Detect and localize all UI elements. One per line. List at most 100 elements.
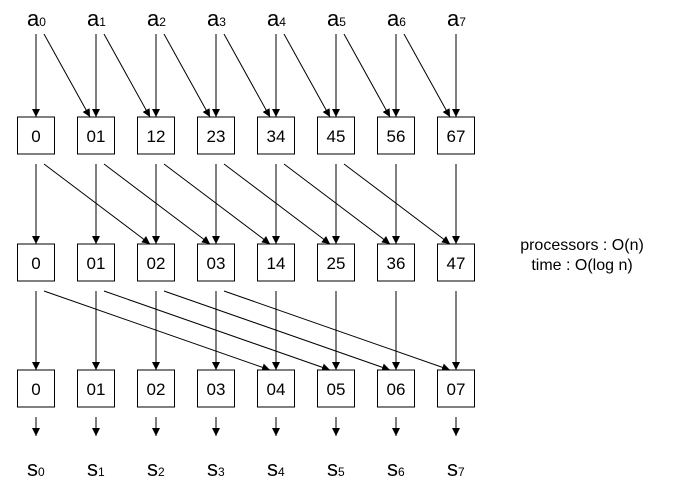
node-stage3-01: 01: [77, 369, 115, 408]
input-label-a3: a3: [207, 6, 226, 31]
node-box: [437, 116, 475, 155]
node-label: 67: [447, 127, 466, 146]
node-box: [197, 243, 235, 282]
node-stage1-56: 56: [377, 116, 415, 155]
node-stage2-47: 47: [437, 243, 475, 282]
node-box: [377, 116, 415, 155]
node-box: [317, 369, 355, 408]
output-label-s1: s1: [87, 456, 105, 481]
edge-input-0-diagonal: [43, 33, 91, 118]
node-box: [257, 243, 295, 282]
node-stage3-02: 02: [137, 369, 175, 408]
node-box: [137, 243, 175, 282]
node-box: [77, 243, 115, 282]
node-label: 07: [447, 380, 466, 399]
node-stage2-01: 01: [77, 243, 115, 282]
node-stage1-34: 34: [257, 116, 295, 155]
edge-stage2-1-diagonal: [103, 290, 331, 372]
output-label-s4: s4: [267, 456, 285, 481]
edge-stage2-0-diagonal: [43, 290, 271, 372]
output-label-s2: s2: [147, 456, 165, 481]
node-box: [77, 369, 115, 408]
node-stage1-45: 45: [317, 116, 355, 155]
node-stage2-02: 02: [137, 243, 175, 282]
node-label: 05: [327, 380, 346, 399]
node-label: 04: [267, 380, 286, 399]
node-stage2-36: 36: [377, 243, 415, 282]
node-box: [137, 369, 175, 408]
node-label: 36: [387, 254, 406, 273]
edge-stage1-3-diagonal: [223, 163, 331, 245]
node-box: [437, 243, 475, 282]
output-label-s5: s5: [327, 456, 345, 481]
node-stage3-06: 06: [377, 369, 415, 408]
input-label-a4: a4: [267, 6, 286, 31]
node-label: 02: [147, 254, 166, 273]
node-stage2-25: 25: [317, 243, 355, 282]
node-box: [377, 369, 415, 408]
edge-stage1-1-diagonal: [103, 163, 211, 245]
output-label-s6: s6: [387, 456, 405, 481]
edge-input-2-diagonal: [163, 33, 211, 118]
node-stage3-0: 0: [17, 369, 55, 408]
node-box: [197, 369, 235, 408]
node-label: 0: [31, 254, 40, 273]
edge-stage2-3-diagonal: [223, 290, 451, 372]
edge-input-6-diagonal: [403, 33, 451, 118]
node-stage3-05: 05: [317, 369, 355, 408]
nodes: 0 01 12 23 34 45 56 67 0 01 02 03 14 25 36 47 0 01 02 03 04 0…: [17, 116, 475, 408]
node-stage3-07: 07: [437, 369, 475, 408]
edge-stage1-2-diagonal: [163, 163, 271, 245]
node-label: 45: [327, 127, 346, 146]
edge-input-3-diagonal: [223, 33, 271, 118]
node-label: 01: [87, 380, 106, 399]
input-label-a2: a2: [147, 6, 166, 31]
node-label: 01: [87, 254, 106, 273]
node-box: [17, 116, 55, 155]
node-stage3-04: 04: [257, 369, 295, 408]
node-stage2-14: 14: [257, 243, 295, 282]
output-label-s3: s3: [207, 456, 225, 481]
edge-stage1-0-diagonal: [43, 163, 151, 245]
node-stage1-0: 0: [17, 116, 55, 155]
complexity-note: processors : O(n) time : O(log n): [492, 236, 672, 276]
input-label-a0: a0: [27, 6, 46, 31]
input-label-a7: a7: [447, 6, 466, 31]
node-stage2-03: 03: [197, 243, 235, 282]
edge-stage1-4-diagonal: [283, 163, 391, 245]
node-box: [17, 243, 55, 282]
output-label-s0: s0: [27, 456, 45, 481]
node-label: 0: [31, 380, 40, 399]
node-box: [197, 116, 235, 155]
node-box: [77, 116, 115, 155]
node-box: [437, 369, 475, 408]
node-box: [317, 243, 355, 282]
node-box: [257, 369, 295, 408]
node-stage1-23: 23: [197, 116, 235, 155]
node-label: 02: [147, 380, 166, 399]
node-label: 56: [387, 127, 406, 146]
node-stage1-67: 67: [437, 116, 475, 155]
input-label-a5: a5: [327, 6, 346, 31]
node-box: [317, 116, 355, 155]
node-stage3-03: 03: [197, 369, 235, 408]
edges: [32, 33, 460, 436]
node-stage1-12: 12: [137, 116, 175, 155]
node-label: 12: [147, 127, 166, 146]
node-label: 23: [207, 127, 226, 146]
node-label: 14: [267, 254, 286, 273]
input-label-a1: a1: [87, 6, 106, 31]
output-label-s7: s7: [447, 456, 465, 481]
node-stage2-0: 0: [17, 243, 55, 282]
node-label: 03: [207, 380, 226, 399]
edge-stage2-2-diagonal: [163, 290, 391, 372]
edge-input-4-diagonal: [283, 33, 331, 118]
node-label: 25: [327, 254, 346, 273]
node-box: [137, 116, 175, 155]
node-label: 06: [387, 380, 406, 399]
node-label: 47: [447, 254, 466, 273]
node-box: [257, 116, 295, 155]
node-stage1-01: 01: [77, 116, 115, 155]
node-label: 0: [31, 127, 40, 146]
